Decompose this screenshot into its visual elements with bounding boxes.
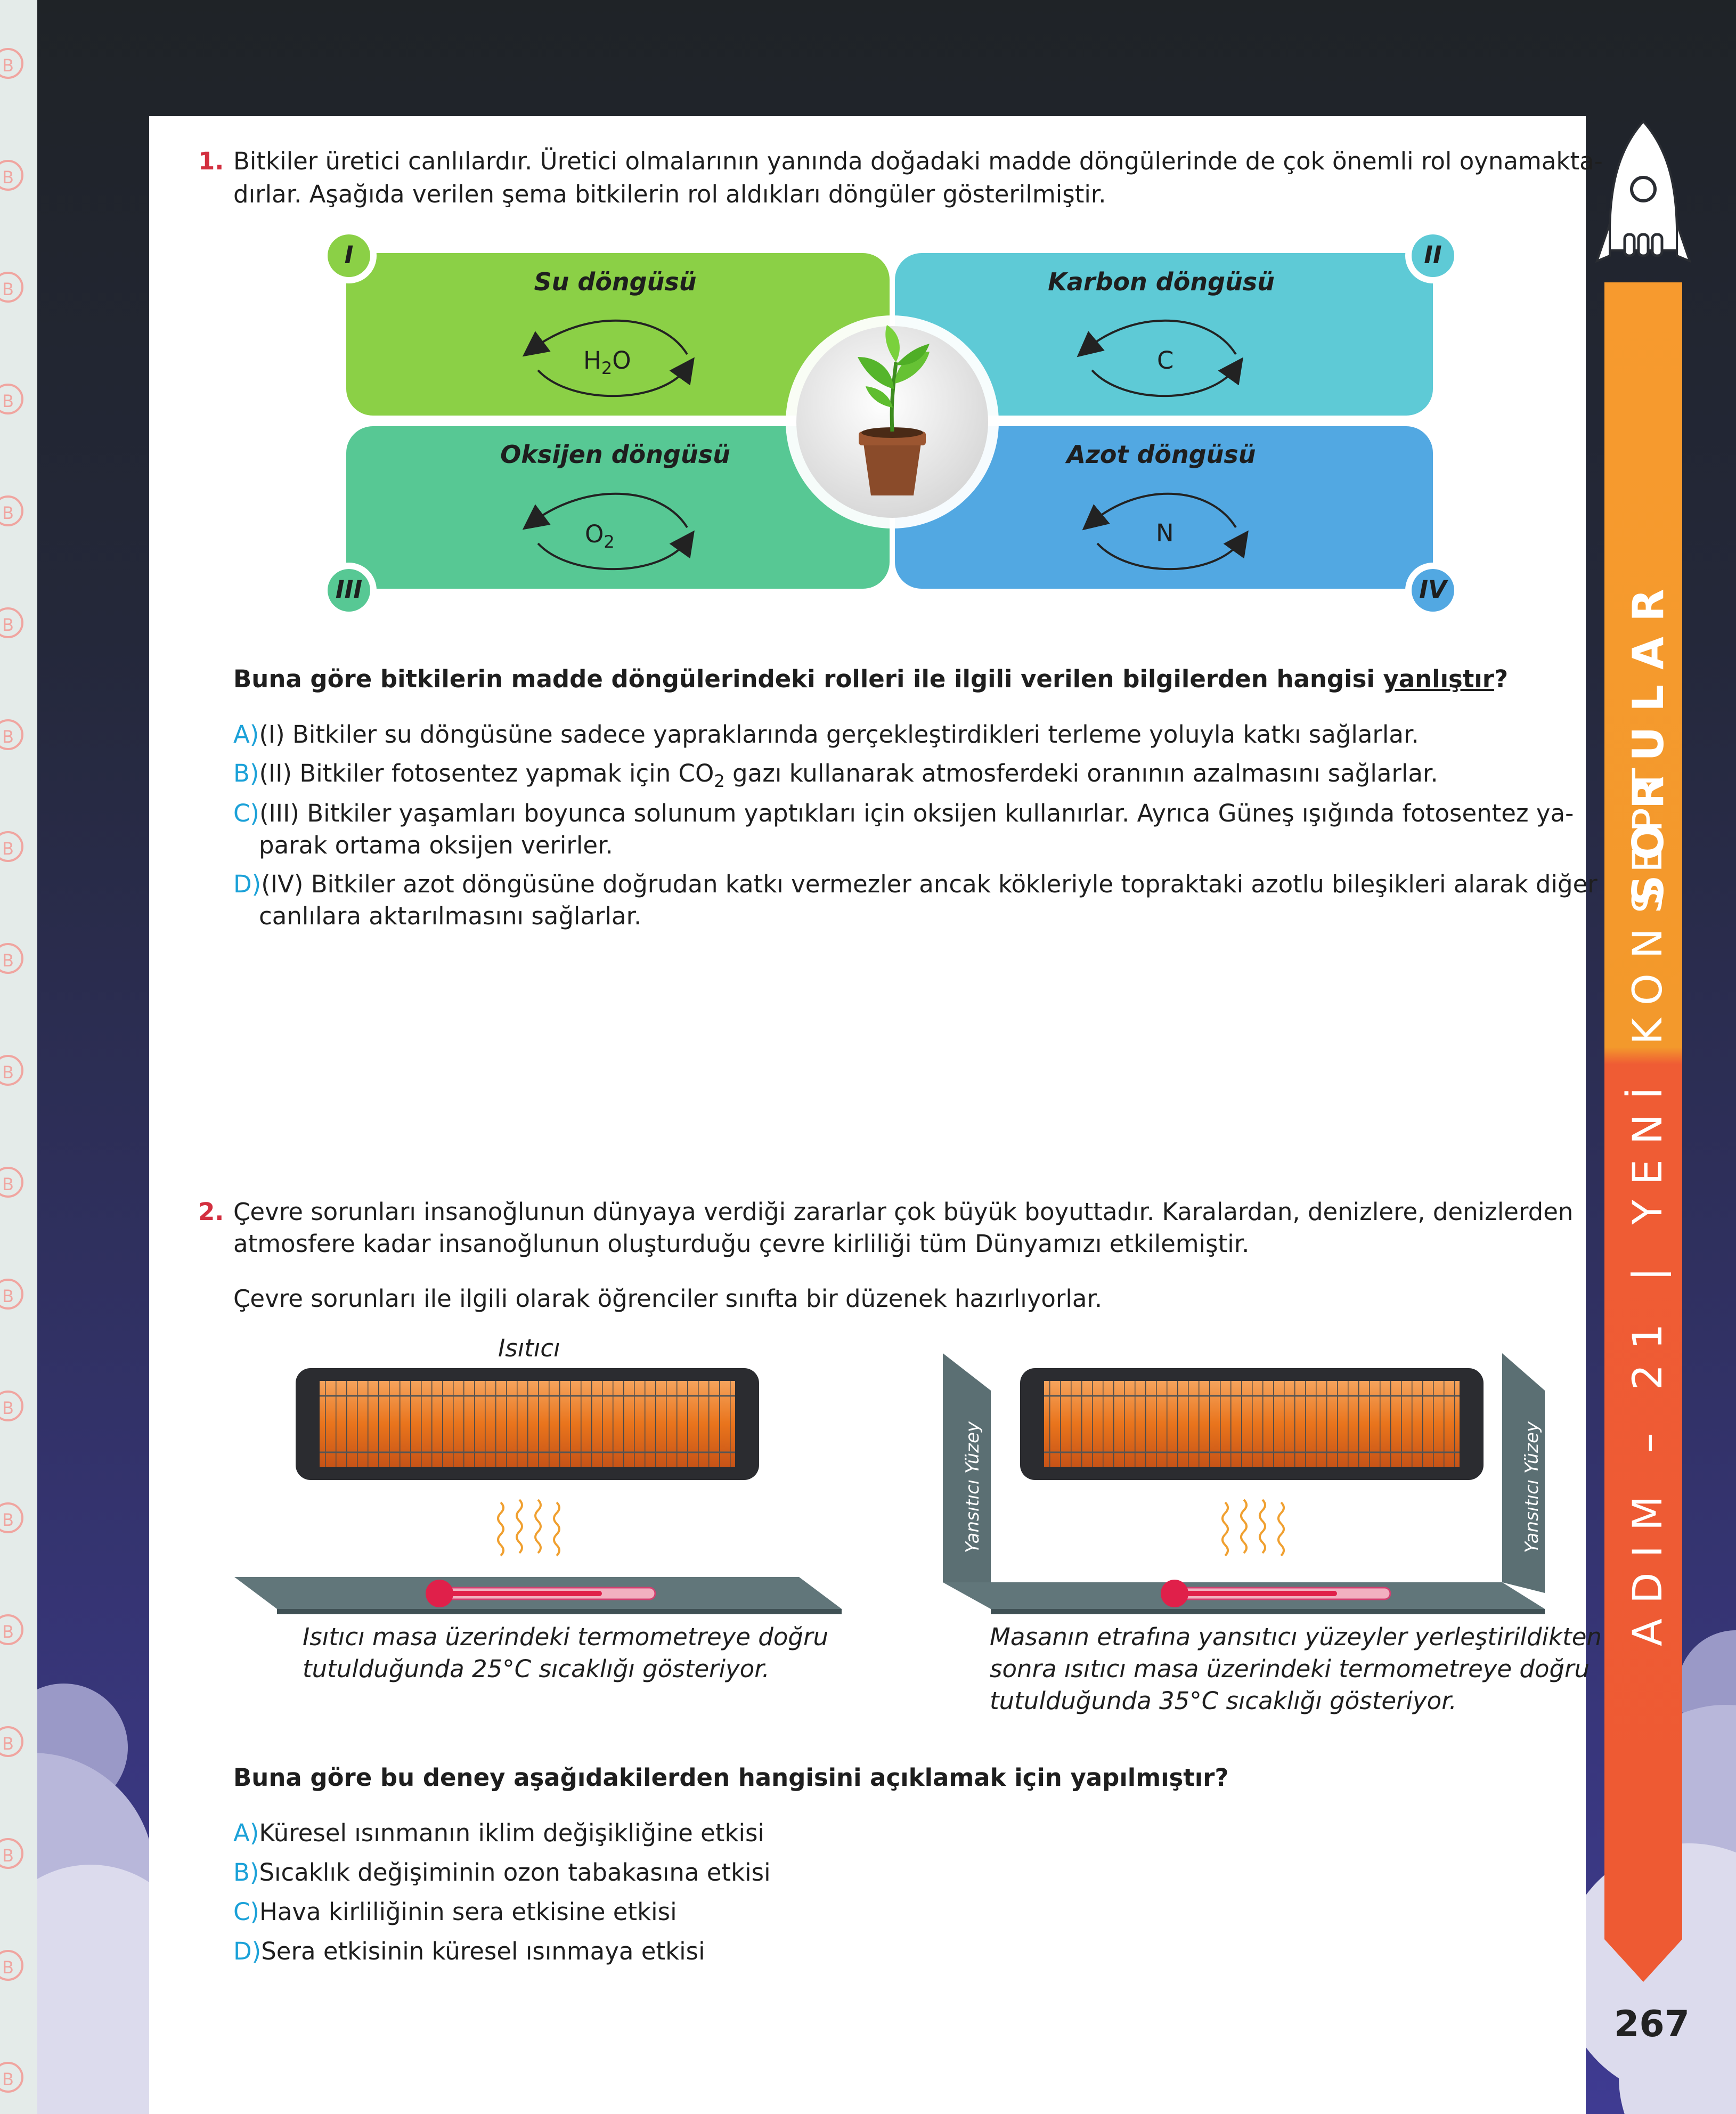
- cycle-roman-badge: III: [335, 575, 363, 604]
- logo-mark: B: [0, 1726, 23, 1757]
- experiment-figure: [234, 1353, 1545, 1614]
- cycle-box-carbon: [895, 253, 1433, 416]
- page-number: 267: [1614, 2003, 1690, 2045]
- caption-right: sonra ısıtıcı masa üzerindeki termometre…: [990, 1655, 1590, 1683]
- logo-mark: B: [0, 1950, 23, 1981]
- cycle-box-oxygen: [346, 426, 890, 589]
- logo-mark: B: [0, 48, 23, 79]
- option-c[interactable]: C)(III) Bitkiler yaşamları boyunca solun…: [233, 799, 1574, 827]
- logo-mark: B: [0, 1055, 23, 1086]
- heat-waves-left: [497, 1499, 560, 1557]
- q2-text-line: Çevre sorunları ile ilgili olarak öğrenc…: [233, 1284, 1103, 1313]
- cycle-title: Karbon döngüsü: [1048, 267, 1275, 296]
- cycle-box-nitrogen: [895, 426, 1433, 589]
- logo-mark: B: [0, 1614, 23, 1645]
- q1-text-line: Bitkiler üretici canlılardır. Üretici ol…: [233, 147, 1603, 175]
- cycle-formula: O2: [585, 520, 615, 552]
- reflective-surface-label: Yansıtıcı Yüzey: [1521, 1421, 1543, 1553]
- option-d[interactable]: D)Sera etkisinin küresel ısınmaya etkisi: [233, 1937, 705, 1965]
- cycle-title: Oksijen döngüsü: [500, 440, 730, 469]
- logo-mark: B: [0, 607, 23, 638]
- q2-text-line: Çevre sorunları insanoğlunun dünyaya ver…: [233, 1198, 1574, 1226]
- cycle-formula: N: [1156, 519, 1174, 547]
- option-c-continued: parak ortama oksijen verirler.: [259, 831, 613, 859]
- heater-right: [1020, 1368, 1484, 1480]
- reflective-surface-label: Yansıtıcı Yüzey: [962, 1421, 983, 1553]
- question-number: 2.: [198, 1198, 224, 1226]
- option-d-continued: canlılara aktarılmasını sağlarlar.: [259, 902, 642, 930]
- logo-mark: B: [0, 831, 23, 862]
- question-number: 1.: [198, 147, 224, 175]
- logo-mark: B: [0, 495, 23, 526]
- cycle-formula: C: [1157, 346, 1174, 375]
- logo-mark: B: [0, 1502, 23, 1533]
- cycle-title: Su döngüsü: [534, 267, 697, 296]
- thermometer-left: [426, 1580, 656, 1607]
- cycle-box-water: [346, 253, 890, 416]
- option-d[interactable]: D)(IV) Bitkiler azot döngüsüne doğrudan …: [233, 870, 1598, 898]
- option-b[interactable]: B)Sıcaklık değişiminin ozon tabakasına e…: [233, 1858, 771, 1887]
- caption-left: Isıtıcı masa üzerindeki termometreye doğ…: [303, 1623, 828, 1651]
- q2-text-line: atmosfere kadar insanoğlunun oluşturduğu…: [233, 1230, 1250, 1258]
- thermometer-right: [1161, 1580, 1391, 1607]
- caption-right: Masanın etrafına yansıtıcı yüzeyler yerl…: [990, 1623, 1602, 1651]
- cycle-roman-badge: II: [1424, 241, 1442, 269]
- q1-question: Buna göre bitkilerin madde döngülerindek…: [233, 665, 1509, 693]
- cycle-title: Azot döngüsü: [1066, 440, 1256, 469]
- logo-mark: B: [0, 1391, 23, 1421]
- left-logo-strip: B B B B B B B B B B B B B B B B B B B: [0, 0, 37, 2114]
- logo-mark: B: [0, 160, 23, 191]
- option-a[interactable]: A)(I) Bitkiler su döngüsüne sadece yapra…: [233, 720, 1419, 749]
- cycle-formula: H2O: [583, 346, 631, 378]
- logo-mark: B: [0, 384, 23, 414]
- heater-label: Isıtıcı: [498, 1334, 560, 1362]
- logo-mark: B: [0, 943, 23, 974]
- plant-pot-icon: [858, 325, 930, 495]
- q1-text-line: dırlar. Aşağıda verilen şema bitkilerin …: [233, 180, 1106, 208]
- logo-mark: B: [0, 1279, 23, 1310]
- cycle-diagram: [321, 229, 1461, 618]
- reflective-surface-right: [1502, 1353, 1545, 1593]
- logo-mark: B: [0, 719, 23, 750]
- option-c[interactable]: C)Hava kirliliğinin sera etkisine etkisi: [233, 1898, 677, 1926]
- cycle-roman-badge: IV: [1419, 575, 1447, 604]
- caption-left: tutulduğunda 25°C sıcaklığı gösteriyor.: [303, 1655, 770, 1683]
- option-b[interactable]: B)(II) Bitkiler fotosentez yapmak için C…: [233, 759, 1438, 791]
- reflective-surface-left: [943, 1353, 991, 1593]
- logo-mark: B: [0, 1167, 23, 1198]
- cycle-roman-badge: I: [344, 241, 354, 269]
- q2-question: Buna göre bu deney aşağıdakilerden hangi…: [233, 1763, 1229, 1792]
- heat-waves-right: [1221, 1499, 1285, 1557]
- side-title-adim: ADIM – 21 | YENİ KONSEPT: [1624, 753, 1671, 1646]
- option-a[interactable]: A)Küresel ısınmanın iklim değişikliğine …: [233, 1819, 764, 1847]
- rocket-band: [1595, 119, 1692, 1982]
- logo-mark: B: [0, 272, 23, 303]
- heater-left: [296, 1368, 759, 1480]
- caption-right: tutulduğunda 35°C sıcaklığı gösteriyor.: [990, 1687, 1457, 1715]
- logo-mark: B: [0, 1838, 23, 1869]
- logo-mark: B: [0, 2062, 23, 2093]
